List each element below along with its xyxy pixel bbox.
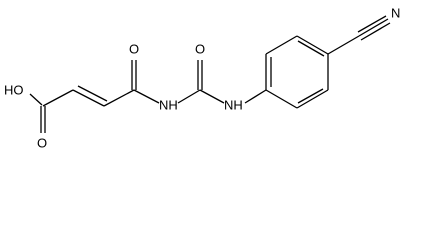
ring-bond-6 xyxy=(265,89,298,109)
ring-bond-3 xyxy=(296,35,329,55)
ring-double-2 xyxy=(297,40,325,57)
bond-c3-c4 xyxy=(103,89,135,107)
bond-c2-c3-b xyxy=(77,85,108,102)
anilide-nitrogen-label: NH xyxy=(224,97,243,112)
bond-c1-oh xyxy=(29,93,43,106)
bond-c5-n2 xyxy=(199,89,225,104)
molecule-structure: HO O O NH O NH N xyxy=(4,5,400,150)
ring-bond-5 xyxy=(296,89,329,109)
bonds xyxy=(29,15,391,133)
urea-carbonyl-oxygen-label: O xyxy=(195,41,205,56)
hydroxyl-label: HO xyxy=(4,82,24,97)
ring-bond-2 xyxy=(265,35,298,55)
nitrile-triple-c xyxy=(360,22,391,41)
atom-labels: HO O O NH O NH N xyxy=(4,5,400,150)
nitrile-triple-a xyxy=(357,15,387,33)
imide-nitrogen-label: NH xyxy=(159,97,178,112)
bond-c4-n1 xyxy=(133,89,160,104)
bond-n2-ring xyxy=(244,89,267,104)
nitrile-triple-b xyxy=(358,18,389,37)
bond-ring-cn xyxy=(327,35,360,55)
amide-carbonyl-oxygen-label: O xyxy=(129,41,139,56)
bond-c1-c2 xyxy=(42,89,74,107)
acid-carbonyl-oxygen-label: O xyxy=(37,135,47,150)
bond-c2-c3-a xyxy=(72,89,105,107)
nitrile-nitrogen-label: N xyxy=(391,5,400,20)
ring-double-3 xyxy=(297,88,324,104)
bond-n1-c5 xyxy=(177,89,201,104)
